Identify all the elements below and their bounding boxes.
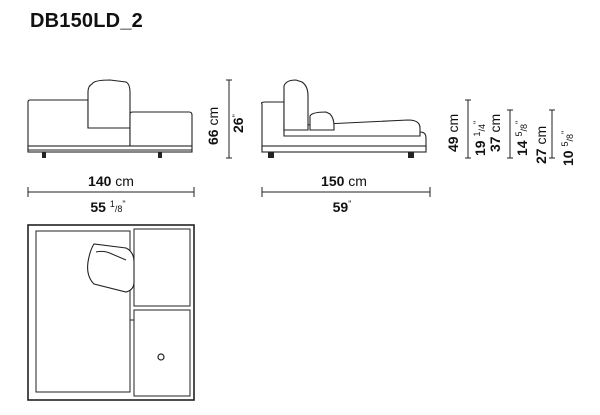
side-depth-imperial: 59" xyxy=(333,199,352,215)
front-foot-right xyxy=(158,152,162,158)
vertical-dimension-1: 49 cm 19 1/4" xyxy=(445,99,488,159)
vertical-dim-2-metric: 37 cm xyxy=(487,114,503,152)
plan-view xyxy=(27,224,195,401)
side-depth-dimension: 150 cm 59" xyxy=(261,173,431,215)
plan-side-table-lower xyxy=(133,309,191,397)
vertical-dim-1-imperial: 19 1/4" xyxy=(472,121,488,156)
model-code: DB150LD_2 xyxy=(30,10,143,32)
front-side-table xyxy=(129,111,193,147)
front-height-dimension: 66 cm 26" xyxy=(205,79,246,159)
side-view xyxy=(260,79,427,158)
side-plinth xyxy=(261,145,427,153)
plan-seat-area xyxy=(35,230,131,393)
side-backrest xyxy=(283,79,309,131)
plan-back-cushion xyxy=(87,243,135,293)
front-width-imperial: 55 1/8" xyxy=(90,199,125,215)
side-seat-cushion xyxy=(283,119,421,137)
front-plinth xyxy=(27,145,193,153)
front-foot-left xyxy=(42,152,46,158)
plan-outer-frame xyxy=(27,224,195,401)
front-view xyxy=(27,79,193,158)
vertical-dim-1-metric: 49 cm xyxy=(445,114,461,152)
side-foot-right xyxy=(408,152,414,158)
front-width-metric: 140 cm xyxy=(88,173,134,189)
vertical-dim-2-imperial: 14 5/8" xyxy=(514,121,530,156)
side-depth-metric: 150 cm xyxy=(321,173,367,189)
plan-side-table-top xyxy=(133,228,191,307)
front-height-imperial: 26" xyxy=(230,114,246,133)
vertical-dim-3-imperial: 10 5/8" xyxy=(560,131,576,166)
side-lumbar-cushion xyxy=(309,111,335,131)
vertical-dim-3-metric: 27 cm xyxy=(533,126,549,164)
side-foot-left xyxy=(268,152,274,158)
front-width-dimension: 140 cm 55 1/8" xyxy=(27,173,195,215)
plan-knob-icon xyxy=(157,353,165,361)
vertical-dimension-3: 27 cm 10 5/8" xyxy=(533,109,576,166)
front-height-metric: 66 cm xyxy=(205,107,221,145)
vertical-dimension-2: 37 cm 14 5/8" xyxy=(487,109,530,159)
front-back-cushion xyxy=(87,79,131,129)
